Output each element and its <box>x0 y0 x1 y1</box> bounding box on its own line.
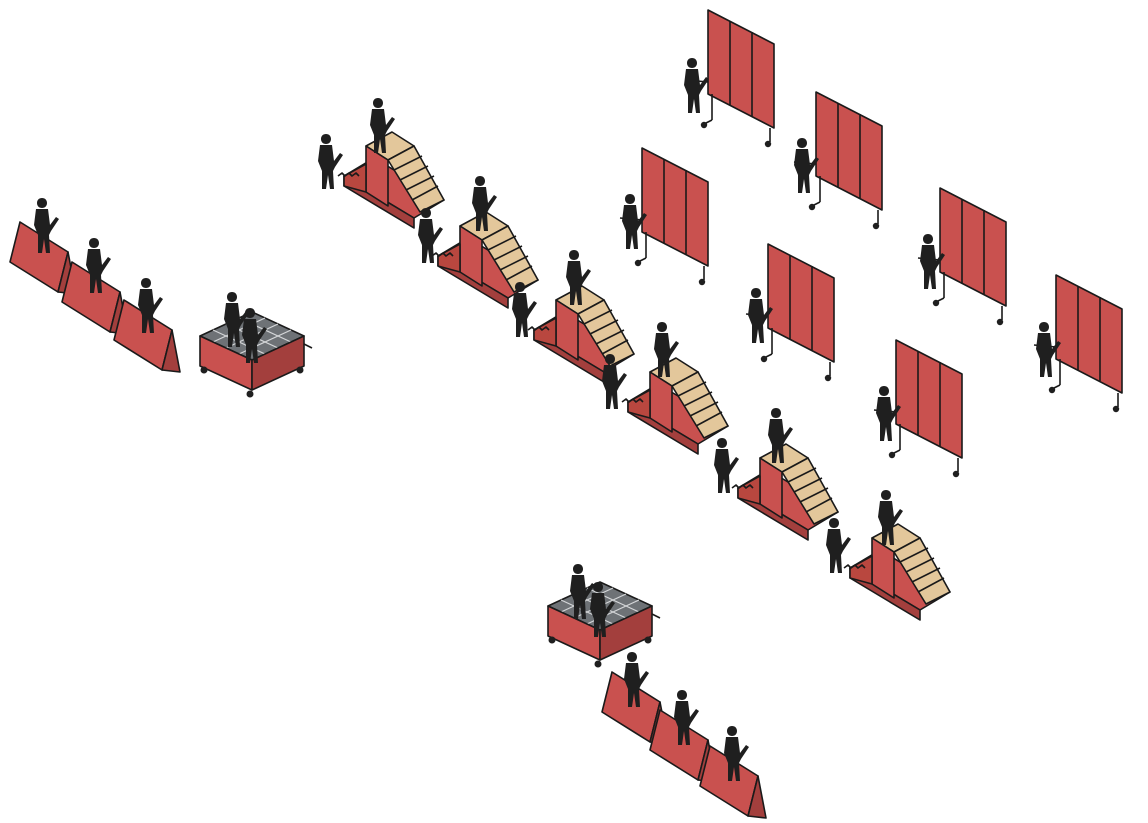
human-figure <box>318 134 343 189</box>
human-figure <box>684 58 709 113</box>
standing-panel-1 <box>685 9 775 148</box>
stair-platform-4 <box>621 357 729 455</box>
a-frame-panel-group-left <box>9 198 181 373</box>
stair-platform-6 <box>843 523 951 621</box>
a-frame-panel-group-bottom <box>601 652 767 819</box>
stair-platform-5 <box>731 443 839 541</box>
